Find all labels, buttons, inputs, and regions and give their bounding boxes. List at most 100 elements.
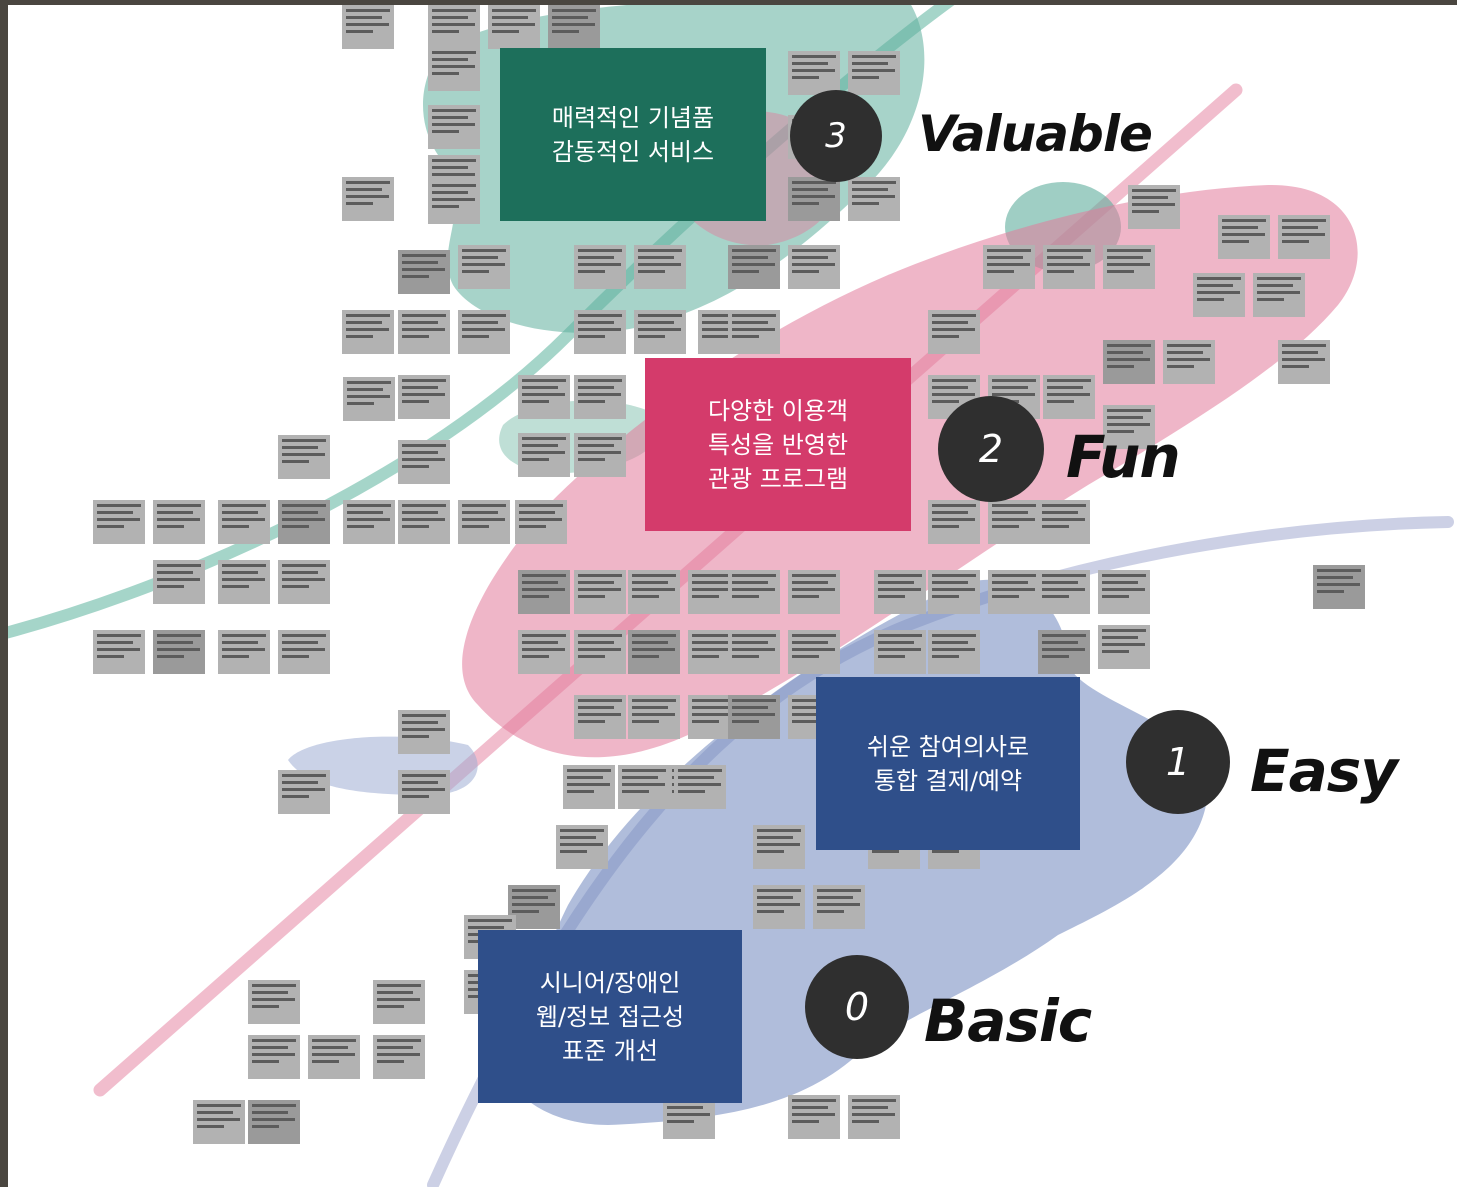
note-text-line (578, 713, 621, 716)
description-line: 매력적인 기념품 (551, 103, 715, 132)
note-text-line (222, 511, 259, 514)
note-text-line (792, 720, 820, 723)
note-text-line (1197, 277, 1241, 280)
note-text-line (578, 588, 621, 591)
sticky-note (153, 630, 205, 674)
note-text-line (817, 903, 860, 906)
sticky-note (788, 570, 840, 614)
note-text-line (157, 641, 194, 644)
note-text-line (522, 458, 550, 461)
note-text-line (1282, 365, 1310, 368)
note-text-line (1132, 203, 1175, 206)
sticky-note (848, 177, 900, 221)
note-text-line (377, 984, 421, 987)
level-number: 1 (1165, 740, 1191, 784)
note-text-line (678, 776, 715, 779)
note-text-line (252, 998, 295, 1001)
sticky-note (674, 765, 726, 809)
sticky-note (278, 500, 330, 544)
note-text-line (222, 641, 259, 644)
sticky-note (1253, 273, 1305, 317)
note-text-line (197, 1118, 240, 1121)
note-text-line (97, 518, 140, 521)
note-text-line (402, 261, 439, 264)
note-text-line (632, 655, 660, 658)
note-text-line (1047, 256, 1084, 259)
note-text-line (578, 634, 622, 637)
note-text-line (1042, 574, 1086, 577)
note-text-line (578, 458, 606, 461)
sticky-note (988, 570, 1040, 614)
level-number: 3 (825, 116, 847, 156)
note-text-line (402, 268, 445, 271)
level-number: 2 (978, 427, 1004, 471)
note-text-line (346, 335, 374, 338)
note-text-line (732, 595, 760, 598)
sticky-note (1043, 375, 1095, 419)
note-text-line (560, 829, 604, 832)
note-text-line (852, 195, 895, 198)
note-text-line (567, 790, 595, 793)
note-text-line (492, 16, 529, 19)
sticky-note (1313, 565, 1365, 609)
note-text-line (578, 581, 615, 584)
note-text-line (432, 51, 476, 54)
note-text-line (732, 328, 775, 331)
note-text-line (377, 991, 414, 994)
note-text-line (852, 181, 896, 184)
sticky-note (428, 180, 480, 224)
note-text-line (222, 518, 265, 521)
sticky-note (428, 5, 480, 49)
note-text-line (932, 314, 976, 317)
note-text-line (519, 525, 547, 528)
note-text-line (282, 641, 319, 644)
note-text-line (1042, 655, 1070, 658)
note-text-line (622, 776, 659, 779)
note-text-line (792, 69, 835, 72)
description-line: 감동적인 서비스 (551, 137, 715, 166)
note-text-line (632, 634, 676, 637)
note-text-line (346, 195, 389, 198)
note-text-line (792, 188, 829, 191)
note-text-line (282, 648, 325, 651)
note-text-line (678, 769, 722, 772)
note-text-line (792, 76, 820, 79)
sticky-note (398, 250, 450, 294)
note-text-line (346, 202, 374, 205)
description-line: 웹/정보 접근성 (535, 1002, 685, 1031)
note-text-line (432, 159, 476, 162)
level-basic-label: Basic (924, 987, 1092, 1055)
note-text-line (252, 1104, 296, 1107)
sticky-note (574, 695, 626, 739)
note-text-line (347, 402, 375, 405)
note-text-line (282, 571, 319, 574)
note-text-line (402, 774, 446, 777)
note-text-line (402, 275, 430, 278)
note-text-line (468, 926, 505, 929)
description-line: 쉬운 참여의사로 (866, 732, 1030, 761)
sticky-note (1103, 245, 1155, 289)
note-text-line (792, 270, 820, 273)
note-text-line (157, 634, 201, 637)
note-text-line (878, 588, 921, 591)
note-text-line (852, 202, 880, 205)
note-text-line (578, 393, 621, 396)
note-text-line (622, 790, 650, 793)
sticky-note (1103, 340, 1155, 384)
note-text-line (932, 386, 969, 389)
note-text-line (987, 270, 1015, 273)
note-text-line (346, 16, 383, 19)
note-text-line (852, 55, 896, 58)
sticky-note (1043, 245, 1095, 289)
note-text-line (1102, 595, 1130, 598)
note-text-line (402, 465, 430, 468)
note-text-line (852, 1120, 880, 1123)
sticky-note (458, 245, 510, 289)
note-text-line (97, 655, 125, 658)
level-2-badge: 2 (938, 396, 1044, 502)
note-text-line (402, 525, 430, 528)
note-text-line (1167, 351, 1204, 354)
note-text-line (1042, 518, 1085, 521)
sticky-note (813, 885, 865, 929)
note-text-line (932, 379, 976, 382)
